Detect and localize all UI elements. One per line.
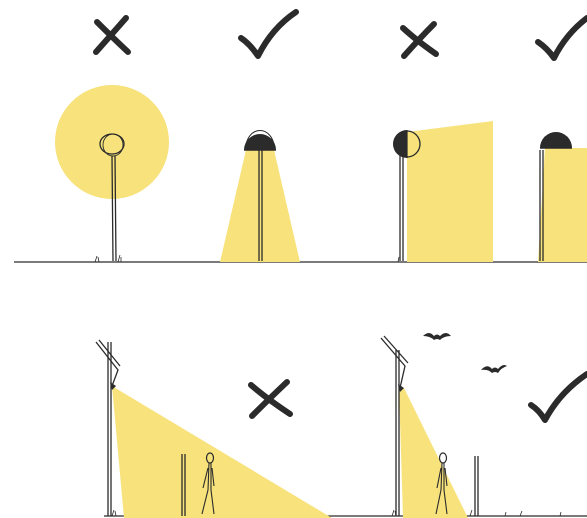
lamp-arm xyxy=(95,339,121,387)
panel-tall-pole-focused-beam xyxy=(380,333,587,518)
check-icon xyxy=(535,15,587,61)
lamp-pole xyxy=(111,155,117,262)
lamp-pole xyxy=(539,150,544,261)
light-spill xyxy=(112,386,332,518)
lamp-pole xyxy=(107,342,112,516)
lamp-head xyxy=(110,382,116,390)
bat-icon xyxy=(481,365,507,373)
cross-icon xyxy=(248,379,293,419)
person-icon xyxy=(201,452,215,515)
light-beam xyxy=(220,150,300,262)
check-icon xyxy=(528,371,587,423)
top-row xyxy=(14,9,587,263)
cross-icon xyxy=(93,15,131,55)
shielded-lamp-head xyxy=(244,134,276,150)
light-spill xyxy=(407,121,493,262)
light-glow xyxy=(55,85,169,199)
light-beam xyxy=(538,148,587,262)
lamp-pole xyxy=(395,350,400,516)
lamp-head xyxy=(398,384,404,392)
lamp-pole xyxy=(258,150,263,261)
panel-glowing-globe-lamp xyxy=(55,15,169,262)
lamp-pole xyxy=(399,150,404,261)
side-shielded-lamp-head xyxy=(393,130,407,158)
light-beam xyxy=(399,388,468,518)
lamp-arm xyxy=(380,335,409,389)
panel-sideways-spill-lamp xyxy=(393,21,493,262)
bat-icon xyxy=(423,333,451,340)
bollard-icon xyxy=(474,456,479,516)
panel-tall-pole-wide-spill xyxy=(95,339,332,518)
person-icon xyxy=(435,452,448,515)
check-icon xyxy=(238,9,299,59)
bottom-row xyxy=(95,333,587,518)
panel-downward-shielded-lamp xyxy=(220,9,300,262)
globe-lamp-head-sketch xyxy=(102,133,124,157)
bollard-icon xyxy=(181,454,186,516)
cross-icon xyxy=(400,21,439,59)
panel-downward-cropped-lamp xyxy=(535,15,587,262)
shielded-lamp-head xyxy=(540,132,572,148)
